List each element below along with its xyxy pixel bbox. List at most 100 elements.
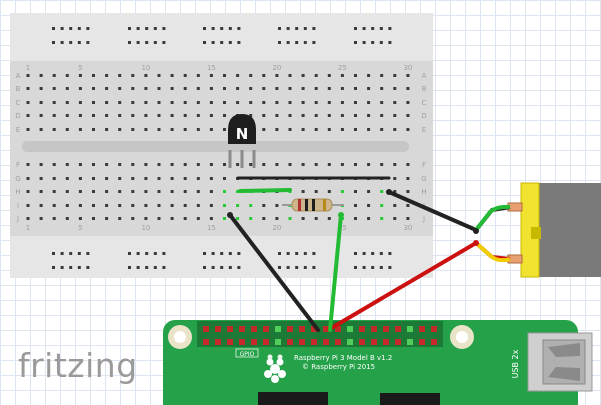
grid-hole (209, 128, 213, 131)
rail-hole (162, 252, 166, 255)
grid-hole (170, 87, 174, 90)
grid-hole (314, 101, 318, 104)
grid-hole (105, 74, 109, 77)
grid-hole (380, 114, 384, 117)
grid-hole (105, 101, 109, 104)
rail-hole (354, 252, 357, 255)
resistor[interactable] (282, 198, 344, 212)
grid-hole (406, 163, 410, 166)
wires[interactable] (227, 176, 511, 332)
dc-motor[interactable] (507, 182, 601, 278)
wire-green-motor-lead[interactable] (474, 204, 511, 232)
wire-black-gpio[interactable] (228, 213, 320, 332)
wire-yellow-motor-lead[interactable] (474, 241, 511, 263)
gpio-pin (263, 339, 269, 345)
gpio-pin (359, 326, 365, 332)
row-label: D (421, 112, 426, 120)
grid-hole (393, 74, 397, 77)
grid-hole-active (380, 217, 384, 220)
row-label: B (422, 85, 427, 93)
grid-hole (380, 101, 384, 104)
rail-hole (128, 41, 131, 44)
row-label: F (16, 161, 20, 169)
grid-hole (275, 87, 279, 90)
grid-hole (92, 217, 95, 220)
grid-hole (26, 217, 30, 220)
rail-hole (69, 27, 73, 30)
row-label: C (16, 99, 21, 107)
grid-hole (367, 114, 371, 117)
grid-hole (78, 74, 82, 77)
gpio-pin (323, 339, 329, 345)
grid-hole (327, 163, 331, 166)
rail-hole (388, 27, 392, 30)
grid-hole (131, 190, 135, 193)
grid-hole (327, 114, 331, 117)
rail-hole (362, 266, 366, 269)
row-label: E (422, 126, 426, 134)
grid-hole-active (223, 204, 226, 207)
grid-hole (131, 217, 135, 220)
grid-hole (288, 128, 292, 131)
grid-hole (275, 217, 279, 220)
grid-hole (249, 163, 253, 166)
grid-hole (314, 87, 318, 90)
grid-hole (301, 190, 305, 193)
grid-hole (354, 101, 357, 104)
motor-terminal-top (507, 202, 523, 212)
grid-hole (262, 128, 266, 131)
grid-hole (314, 128, 318, 131)
gpio-pin (299, 326, 305, 332)
rail-hole (278, 266, 281, 269)
raspberry-pi-board[interactable]: GPIO Raspberry Pi 3 Model B v1.2 © Raspb… (163, 320, 593, 405)
grid-hole (105, 114, 109, 117)
grid-hole (118, 87, 122, 90)
rail-hole (379, 266, 383, 269)
row-label: A (422, 72, 427, 80)
grid-hole (354, 128, 357, 131)
column-number: 25 (338, 64, 347, 72)
grid-hole (262, 74, 266, 77)
grid-hole (367, 204, 371, 207)
rail-hole (278, 27, 281, 30)
row-label: B (16, 85, 21, 93)
rail-hole (60, 41, 64, 44)
rail-hole (228, 252, 232, 255)
grid-hole (170, 190, 174, 193)
grid-hole (52, 163, 56, 166)
rail-hole (60, 266, 64, 269)
grid-hole (223, 163, 226, 166)
grid-hole (275, 101, 279, 104)
grid-hole (393, 177, 397, 180)
grid-hole (157, 217, 161, 220)
gpio-pin (395, 339, 401, 345)
grid-hole (78, 177, 82, 180)
grid-hole (170, 204, 174, 207)
grid-hole (92, 114, 95, 117)
wire-green-jumper[interactable] (238, 188, 292, 193)
grid-hole (92, 87, 95, 90)
rail-hole (77, 266, 81, 269)
grid-hole (131, 163, 135, 166)
grid-hole (39, 217, 43, 220)
npn-transistor[interactable]: N (228, 114, 256, 168)
rail-hole (162, 266, 166, 269)
grid-hole (301, 163, 305, 166)
rail-hole (286, 27, 290, 30)
grid-hole (249, 87, 253, 90)
grid-hole (406, 114, 410, 117)
chip-2 (380, 393, 440, 405)
gpio-pin (287, 339, 293, 345)
grid-hole (367, 74, 371, 77)
grid-hole (39, 190, 43, 193)
wire-green-gpio[interactable] (328, 213, 343, 332)
rail-hole (211, 27, 215, 30)
gpio-pin (275, 326, 281, 332)
gpio-pin (251, 326, 257, 332)
rail-hole (295, 41, 299, 44)
gpio-pin (419, 339, 425, 345)
grid-hole (249, 101, 253, 104)
grid-hole (406, 74, 410, 77)
rail-hole (278, 41, 281, 44)
